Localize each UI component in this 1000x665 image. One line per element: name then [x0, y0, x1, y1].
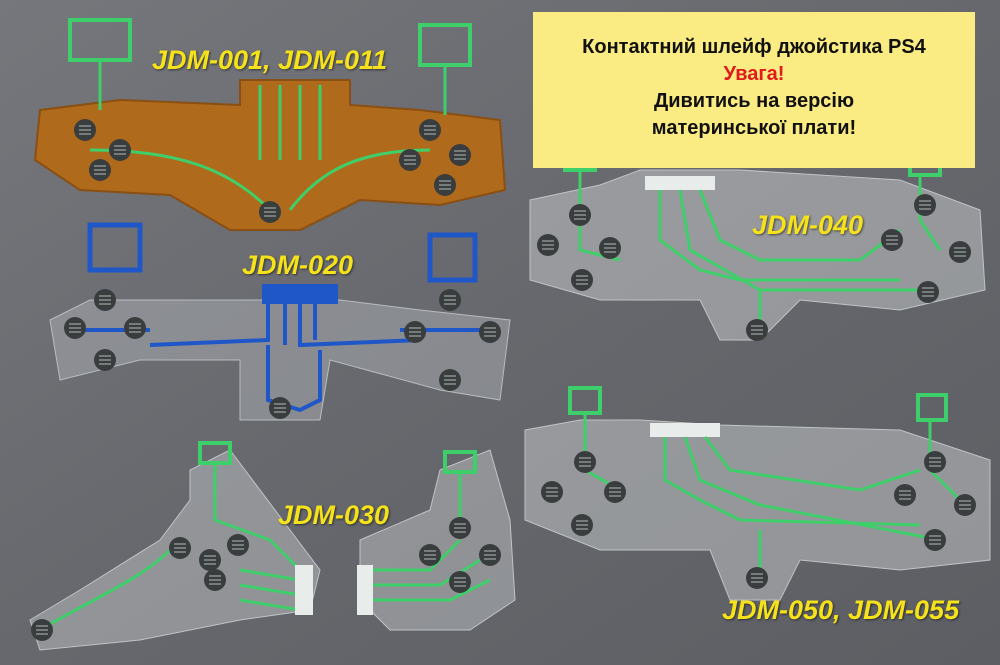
- note-line-1: Дивитись на версію: [653, 90, 855, 112]
- label-jdm-030: JDM-030: [278, 500, 390, 530]
- ribbon-jdm-050: [524, 386, 991, 601]
- label-jdm-020: JDM-020: [242, 250, 354, 280]
- ribbon-jdm-020: [49, 222, 511, 421]
- label-jdm-050: JDM-050, JDM-055: [722, 595, 960, 625]
- ribbon-jdm-001: [33, 18, 507, 231]
- label-jdm-040: JDM-040: [752, 210, 864, 240]
- warning-note: Контактний шлейф джойстика PS4 Увага! Ди…: [533, 12, 975, 168]
- label-jdm-001: JDM-001, JDM-011: [152, 45, 388, 75]
- ribbon-jdm-030: [29, 441, 516, 651]
- note-line-2: материнської плати!: [651, 117, 857, 139]
- note-title: Контактний шлейф джойстика PS4: [582, 36, 926, 58]
- note-warning: Увага!: [723, 63, 785, 85]
